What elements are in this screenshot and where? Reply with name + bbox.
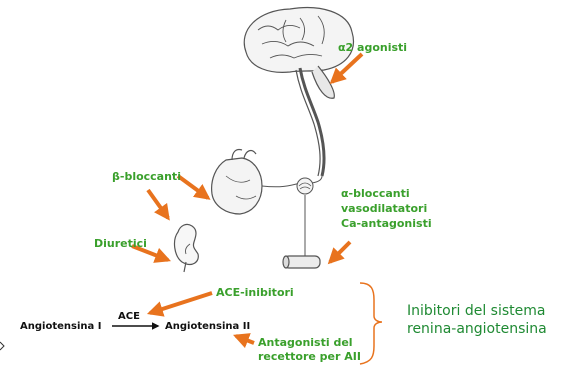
heart-icon — [212, 149, 262, 214]
bracket — [360, 283, 382, 364]
label-ca-antagonisti: Ca-antagonisti — [341, 217, 432, 230]
vessel-icon — [283, 256, 320, 268]
label-diuretici: Diuretici — [94, 237, 147, 250]
kidney-icon — [175, 224, 199, 272]
label-angiotensina-2: Angiotensina II — [165, 320, 250, 333]
arrow-ace-inibitori — [150, 293, 212, 313]
label-beta-bloccanti: β-bloccanti — [112, 170, 181, 183]
raas-inhibitors-caption: Inibitori del sistema renina-angiotensin… — [407, 302, 547, 338]
arrow-alpha-bloccanti — [330, 242, 350, 262]
label-alpha-bloccanti: α-bloccanti — [341, 187, 410, 200]
brain-icon — [244, 8, 353, 176]
ganglion-icon — [297, 178, 313, 194]
arrow-antagonisti — [236, 336, 254, 343]
label-vasodilatatori: vasodilatatori — [341, 202, 427, 215]
label-angiotensina-1: Angiotensina I — [20, 320, 101, 333]
arrow-beta-bloccanti-heart — [178, 176, 208, 198]
caption-line-1: Inibitori del sistema — [407, 302, 547, 320]
label-a2-agonisti: α2 agonisti — [338, 41, 407, 54]
caption-line-2: renina-angiotensina — [407, 320, 547, 338]
label-antagonisti-del: Antagonisti del — [258, 336, 353, 349]
label-ace: ACE — [118, 310, 140, 323]
label-ace-inibitori: ACE-inibitori — [216, 286, 294, 299]
label-recettore-aii: recettore per AII — [258, 350, 361, 363]
arrow-beta-bloccanti-kidney — [148, 190, 168, 218]
slide-marker — [0, 342, 4, 350]
